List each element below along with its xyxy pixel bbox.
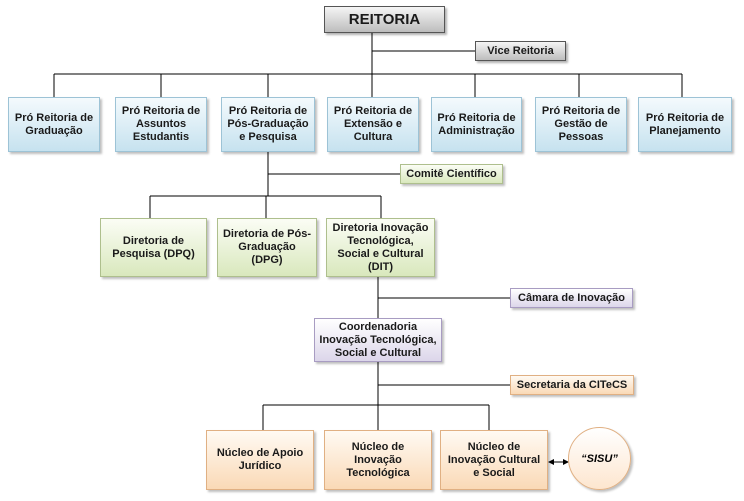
secretaria-label: Secretaria da CITeCS <box>516 378 628 391</box>
comite-cientifico-box: Comitê Científico <box>400 164 503 184</box>
pro-reitoria-label: Pró Reitoria de Graduação <box>14 111 94 137</box>
pro-reitoria-graduacao: Pró Reitoria de Graduação <box>8 97 100 152</box>
diretoria-pos-graduacao: Diretoria de Pós-Graduação (DPG) <box>217 218 317 277</box>
diretoria-pesquisa: Diretoria de Pesquisa (DPQ) <box>100 218 207 277</box>
pro-reitoria-administracao: Pró Reitoria de Administração <box>431 97 522 152</box>
pro-reitoria-assuntos-estudantis: Pró Reitoria de Assuntos Estudantis <box>115 97 207 152</box>
pro-reitoria-gestao-pessoas: Pró Reitoria de Gestão de Pessoas <box>535 97 627 152</box>
pro-reitoria-label: Pró Reitoria de Administração <box>437 111 516 137</box>
nucleo-label: Núcleo de Apoio Jurídico <box>216 447 304 472</box>
nucleo-inovacao-cultural: Núcleo de Inovação Cultural e Social <box>440 430 548 490</box>
coordenadoria-label: Coordenadoria Inovação Tecnológica, Soci… <box>319 320 437 359</box>
pro-reitoria-planejamento: Pró Reitoria de Planejamento <box>638 97 732 152</box>
pro-reitoria-label: Pró Reitoria de Extensão e Cultura <box>333 105 413 143</box>
coordenadoria-box: Coordenadoria Inovação Tecnológica, Soci… <box>314 318 442 362</box>
sisu-ellipse: “SISU” <box>568 427 631 490</box>
camara-inovacao-label: Câmara de Inovação <box>518 291 625 304</box>
pro-reitoria-extensao: Pró Reitoria de Extensão e Cultura <box>327 97 419 152</box>
vice-reitoria-box: Vice Reitoria <box>475 41 566 61</box>
diretoria-label: Diretoria Inovação Tecnológica, Social e… <box>332 221 429 273</box>
pro-reitoria-label: Pró Reitoria de Gestão de Pessoas <box>541 105 621 143</box>
sisu-label: “SISU” <box>581 452 618 465</box>
pro-reitoria-label: Pró Reitoria de Assuntos Estudantis <box>121 105 201 143</box>
pro-reitoria-label: Pró Reitoria de Planejamento <box>645 111 725 137</box>
nucleo-label: Núcleo de Inovação Cultural e Social <box>447 440 541 479</box>
diretoria-label: Diretoria de Pós-Graduação (DPG) <box>222 228 312 266</box>
reitoria-label: REITORIA <box>348 11 421 28</box>
nucleo-label: Núcleo de Inovação Tecnológica <box>346 440 410 479</box>
pro-reitoria-pos-graduacao: Pró Reitoria de Pós-Graduação e Pesquisa <box>221 97 315 152</box>
pro-reitoria-label: Pró Reitoria de Pós-Graduação e Pesquisa <box>227 105 309 143</box>
secretaria-box: Secretaria da CITeCS <box>510 375 634 395</box>
camara-inovacao-box: Câmara de Inovação <box>510 288 633 308</box>
vice-reitoria-label: Vice Reitoria <box>487 44 554 57</box>
nucleo-apoio-juridico: Núcleo de Apoio Jurídico <box>206 430 314 490</box>
diretoria-inovacao: Diretoria Inovação Tecnológica, Social e… <box>326 218 435 277</box>
comite-cientifico-label: Comitê Científico <box>406 167 497 180</box>
reitoria-box: REITORIA <box>324 6 445 33</box>
diretoria-label: Diretoria de Pesquisa (DPQ) <box>112 234 195 260</box>
nucleo-inovacao-tecnologica: Núcleo de Inovação Tecnológica <box>324 430 432 490</box>
